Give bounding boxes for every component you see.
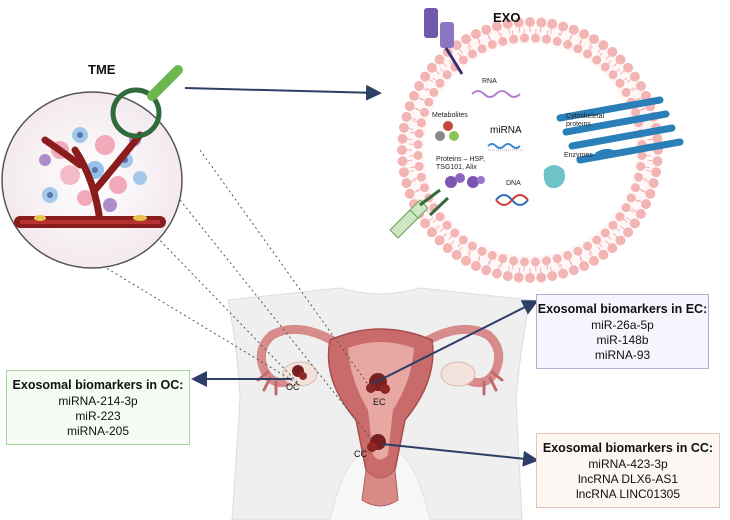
exosome-vesicle [397, 17, 663, 283]
tme-label: TME [88, 62, 116, 77]
dna-helix [495, 194, 529, 206]
cc-box-title: Exosomal biomarkers in CC: [542, 441, 714, 455]
proteins-label: Proteins – HSP, TSG101, Alix [436, 156, 485, 171]
cc-box-item: lncRNA DLX6-AS1 [577, 472, 679, 486]
cytoskeletal-label: Cytoskeletal proteins [566, 113, 605, 128]
membrane-receptor-left [389, 188, 450, 239]
ec-label: EC [373, 397, 386, 407]
rna-strand [471, 90, 521, 98]
oc-box-item: miR-223 [75, 409, 121, 423]
magnifier-glass [110, 65, 183, 139]
exo-label: EXO [493, 10, 521, 25]
oc-box-item: miRNA-205 [66, 424, 129, 438]
rna-label: RNA [482, 78, 497, 85]
ec-box-title: Exosomal biomarkers in EC: [537, 302, 708, 316]
membrane-receptor-top [424, 8, 464, 75]
cc-box-item: lncRNA LINC01305 [575, 487, 681, 501]
arrow-ec-to-box [371, 300, 539, 385]
metabolites-label: Metabolites [432, 112, 468, 119]
enzymes-label: Enzymes [564, 152, 593, 159]
arrow-tme-to-exo [184, 84, 382, 101]
proteins-icon [445, 173, 485, 188]
dna-label: DNA [506, 180, 521, 187]
ec-box-item: miRNA-93 [594, 348, 651, 362]
cc-label: CC [354, 449, 367, 459]
cytoskeletal-proteins-icon [556, 96, 684, 164]
ec-biomarker-box: Exosomal biomarkers in EC: miR-26a-5p mi… [536, 294, 709, 369]
mirna-strand [487, 143, 524, 151]
oc-biomarker-box: Exosomal biomarkers in OC: miRNA-214-3p … [6, 370, 190, 445]
oc-box-title: Exosomal biomarkers in OC: [12, 378, 184, 392]
mirna-label: miRNA [490, 125, 522, 136]
cc-box-item: miRNA-423-3p [588, 457, 668, 471]
arrow-cc-to-box [381, 443, 539, 467]
oc-box-item: miRNA-214-3p [58, 394, 138, 408]
metabolites-icon [435, 121, 459, 141]
oc-label: OC [286, 382, 300, 392]
cc-biomarker-box: Exosomal biomarkers in CC: miRNA-423-3p … [536, 433, 720, 508]
ec-box-item: miR-26a-5p [591, 318, 654, 332]
tme-circle [1, 91, 183, 269]
enzymes-icon [543, 165, 565, 189]
ec-box-item: miR-148b [596, 333, 649, 347]
